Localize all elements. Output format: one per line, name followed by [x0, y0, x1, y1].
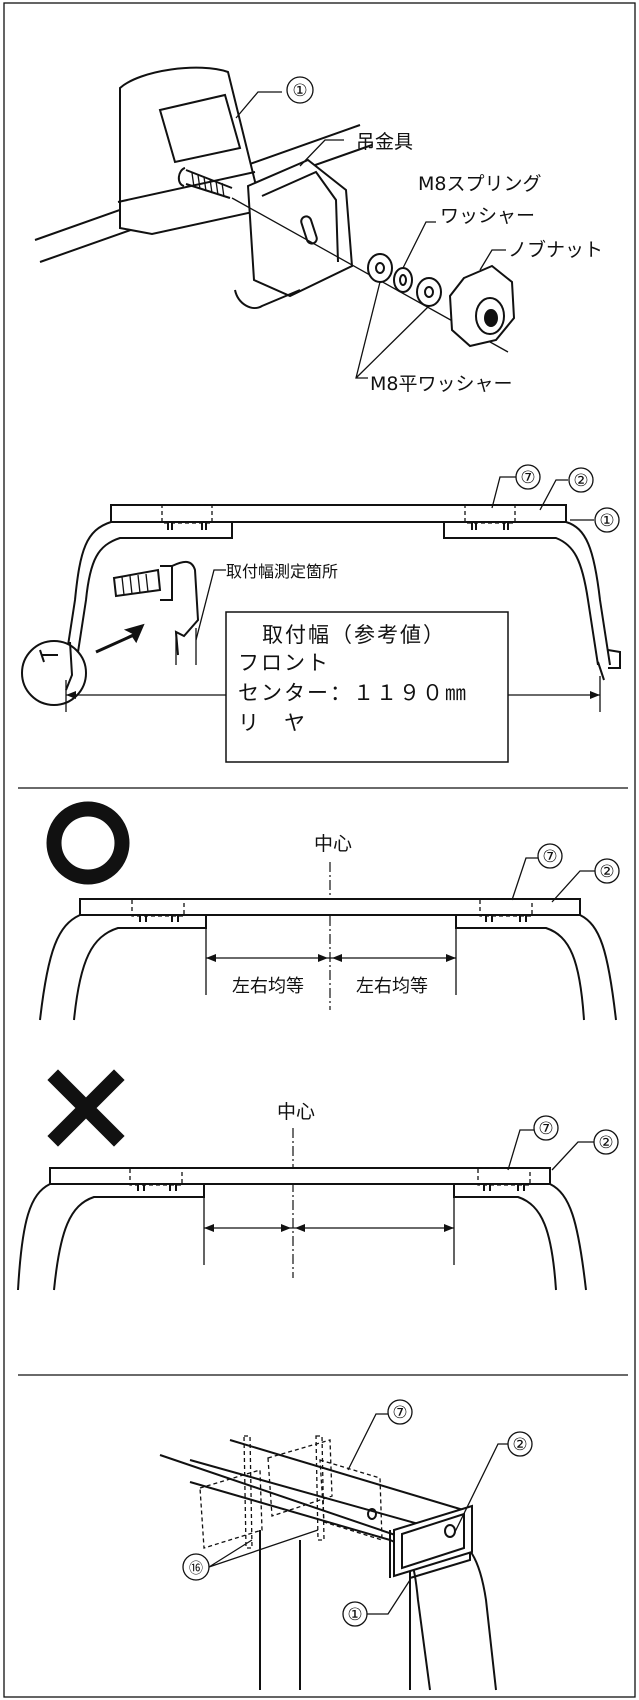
section-hardware-exploded: ① 吊金具 M8スプリング ワッシャー ノブナット M8平ワッシャー: [34, 66, 603, 395]
callout-1-s5: ①: [347, 1605, 362, 1625]
tube-perspective: [159, 1439, 471, 1579]
leg-window: [158, 93, 242, 164]
bolt-head: [177, 167, 186, 187]
crossbar: [110, 504, 567, 523]
callout-7-s2: ⑦: [520, 468, 535, 488]
callout-1-circle: [286, 76, 314, 104]
u-bolts: [243, 1435, 325, 1549]
knob-nut: [448, 264, 516, 348]
left-leg: [64, 521, 233, 666]
section-ok: 中心 左右均等 左右均等 ⑦ ②: [39, 801, 620, 1021]
spring-washer-label-1: M8スプリング: [418, 173, 541, 195]
zoom-arrow: [95, 623, 145, 654]
right-leg-ok: [455, 914, 617, 1021]
hanger-label: 吊金具: [356, 131, 413, 153]
flat-washer-2: [416, 277, 442, 307]
spring-washer-label-2: ワッシャー: [440, 205, 535, 227]
spring-washer: [393, 267, 413, 293]
cross-ng-icon: [47, 1069, 125, 1147]
left-leg-ng: [17, 1183, 205, 1291]
right-equal-label: 左右均等: [356, 976, 428, 997]
callout-7-s5: ⑦: [392, 1403, 407, 1423]
section-assembly: ⑦ ② ⑯ ①: [159, 1399, 533, 1691]
box-front: フロント: [238, 651, 330, 675]
circle-ok-icon: [46, 801, 130, 885]
bolt-thread: [191, 172, 225, 198]
crossbar-ok: [79, 898, 581, 916]
detail-bracket: [160, 560, 200, 656]
callout-16: ⑯: [189, 1561, 203, 1577]
left-leg-ok: [39, 914, 207, 1021]
center-label-ok: 中心: [314, 833, 352, 855]
crossbar-ng: [49, 1167, 551, 1185]
callout-2-ok: ②: [599, 862, 614, 882]
section-mounting-width: 取付幅測定箇所 取付幅（参考値） フロント センター：１１９０㎜ リ ヤ ⑦ ②…: [21, 464, 621, 763]
left-equal-label: 左右均等: [232, 976, 304, 997]
callout-1-s2: ①: [599, 511, 614, 531]
leg-part-1: [119, 66, 264, 236]
box-title: 取付幅（参考値）: [262, 623, 446, 647]
right-leg-ng: [453, 1183, 587, 1291]
flat-washer-label: M8平ワッシャー: [370, 373, 512, 395]
callout-2-s2: ②: [573, 471, 588, 491]
callout-1: ①: [292, 81, 307, 101]
hanger-hook: [234, 289, 301, 309]
leg-perspective: [189, 1459, 497, 1691]
hanger-fold: [261, 170, 339, 263]
knob-nut-label: ノブナット: [508, 238, 603, 261]
center-label-ng: 中心: [277, 1101, 315, 1123]
leg-edge: [117, 171, 256, 203]
callout-2-s5: ②: [512, 1435, 527, 1455]
callout-7-ok: ⑦: [542, 847, 557, 867]
measure-point-label: 取付幅測定箇所: [226, 562, 338, 581]
hanger-bracket: [246, 158, 354, 298]
box-center: センター：１１９０㎜: [238, 681, 468, 705]
detail-bolt: [112, 568, 162, 598]
section-ng: 中心 ⑦ ②: [17, 1069, 619, 1291]
outer-border: [3, 2, 636, 1698]
tube-end: [393, 1504, 473, 1578]
callout-2-ng: ②: [598, 1133, 613, 1153]
right-leg: [443, 521, 611, 666]
flat-washer-1: [367, 253, 393, 283]
mounting-width-box: [225, 611, 509, 763]
callout-7-ng: ⑦: [538, 1119, 553, 1139]
box-rear: リ ヤ: [238, 711, 307, 735]
